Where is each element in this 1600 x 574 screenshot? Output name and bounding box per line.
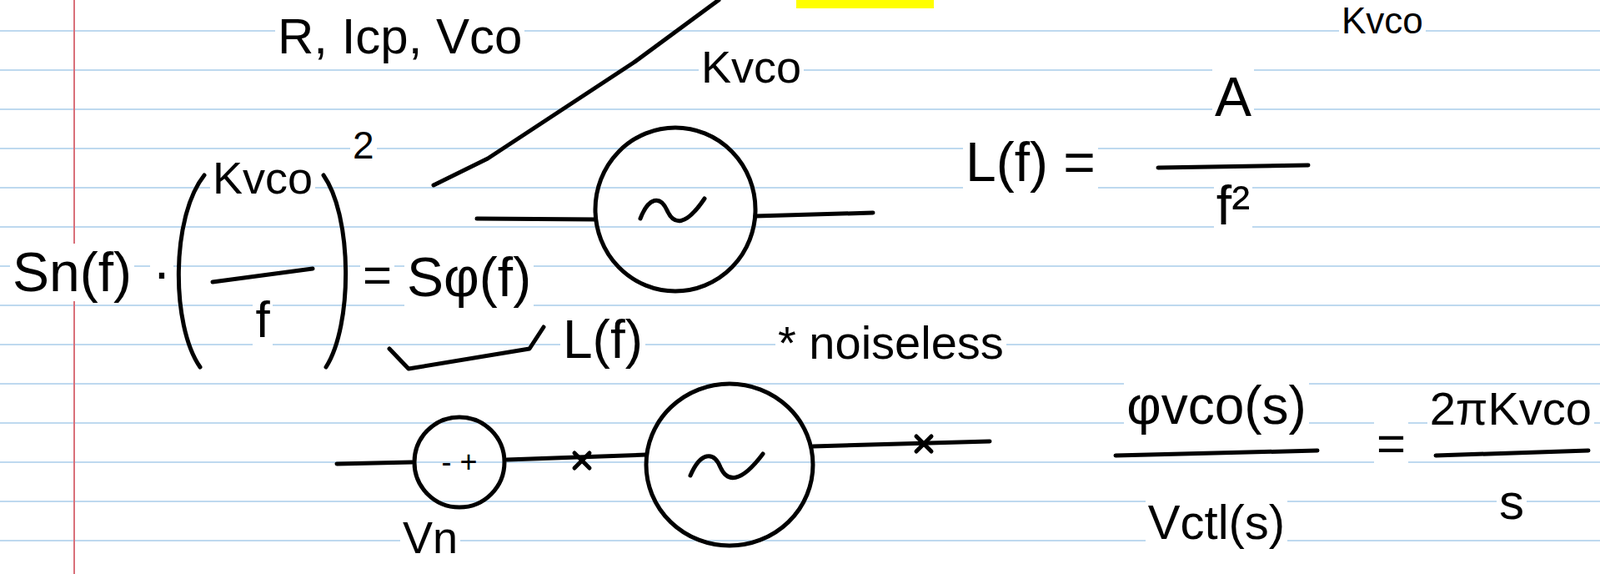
cross-mark	[916, 436, 932, 452]
fraction-bar	[1158, 165, 1309, 168]
ruled-line	[0, 265, 1600, 267]
fraction-bar	[1435, 450, 1589, 456]
handwritten-label: Vctl(s)	[1145, 496, 1288, 548]
fraction-bar	[212, 268, 313, 282]
vco-symbol	[646, 383, 813, 546]
wire	[812, 441, 990, 447]
wire	[755, 212, 873, 216]
vco-symbol	[595, 127, 756, 291]
handwritten-label: * noiseless	[775, 318, 1007, 368]
ruled-line	[0, 225, 1600, 228]
handwritten-label: Kvco	[1339, 1, 1426, 41]
handwritten-label: R, Icp, Vco	[275, 10, 525, 63]
underbrace	[389, 326, 544, 369]
ruled-line	[0, 461, 1600, 463]
fraction-bar	[1115, 450, 1318, 456]
wire	[476, 218, 596, 220]
handwritten-label: L(f)	[560, 311, 646, 368]
ruled-line	[0, 108, 1600, 111]
handwritten-label: ·	[150, 243, 174, 301]
ruled-line	[0, 304, 1600, 306]
paren-left	[178, 175, 205, 367]
cross-mark	[574, 452, 590, 468]
paren-right	[323, 175, 347, 367]
handwritten-label: =	[1374, 416, 1409, 470]
tilde-symbol	[690, 453, 763, 478]
handwritten-label: L(f) =	[963, 133, 1099, 191]
handwritten-label: Kvco	[210, 154, 316, 202]
ruled-line	[0, 539, 1600, 542]
handwritten-label: 2	[350, 125, 377, 166]
handwritten-label: f²	[1213, 176, 1253, 235]
handwritten-label: 2πKvco	[1427, 384, 1595, 434]
handwritten-label: Kvco	[698, 43, 804, 91]
handwritten-label: Sφ(f)	[404, 248, 534, 306]
highlight-mark	[796, 0, 934, 9]
ruled-line	[0, 382, 1600, 385]
ruled-line	[0, 147, 1600, 150]
ruled-lines	[0, 30, 1600, 541]
voltage-source: - +	[411, 414, 507, 510]
handwritten-label: A	[1212, 68, 1254, 126]
handwritten-label: s	[1496, 475, 1527, 528]
handwritten-label: Sn(f)	[10, 243, 135, 301]
ruled-line	[0, 500, 1600, 502]
handwritten-label: f	[252, 291, 272, 347]
tilde-symbol	[640, 198, 705, 221]
handwritten-label: φvco(s)	[1123, 377, 1310, 434]
handwritten-label: =	[360, 248, 395, 301]
wire	[336, 461, 412, 464]
polarity-mark: - +	[411, 414, 507, 510]
handwritten-label: Vn	[400, 513, 461, 562]
